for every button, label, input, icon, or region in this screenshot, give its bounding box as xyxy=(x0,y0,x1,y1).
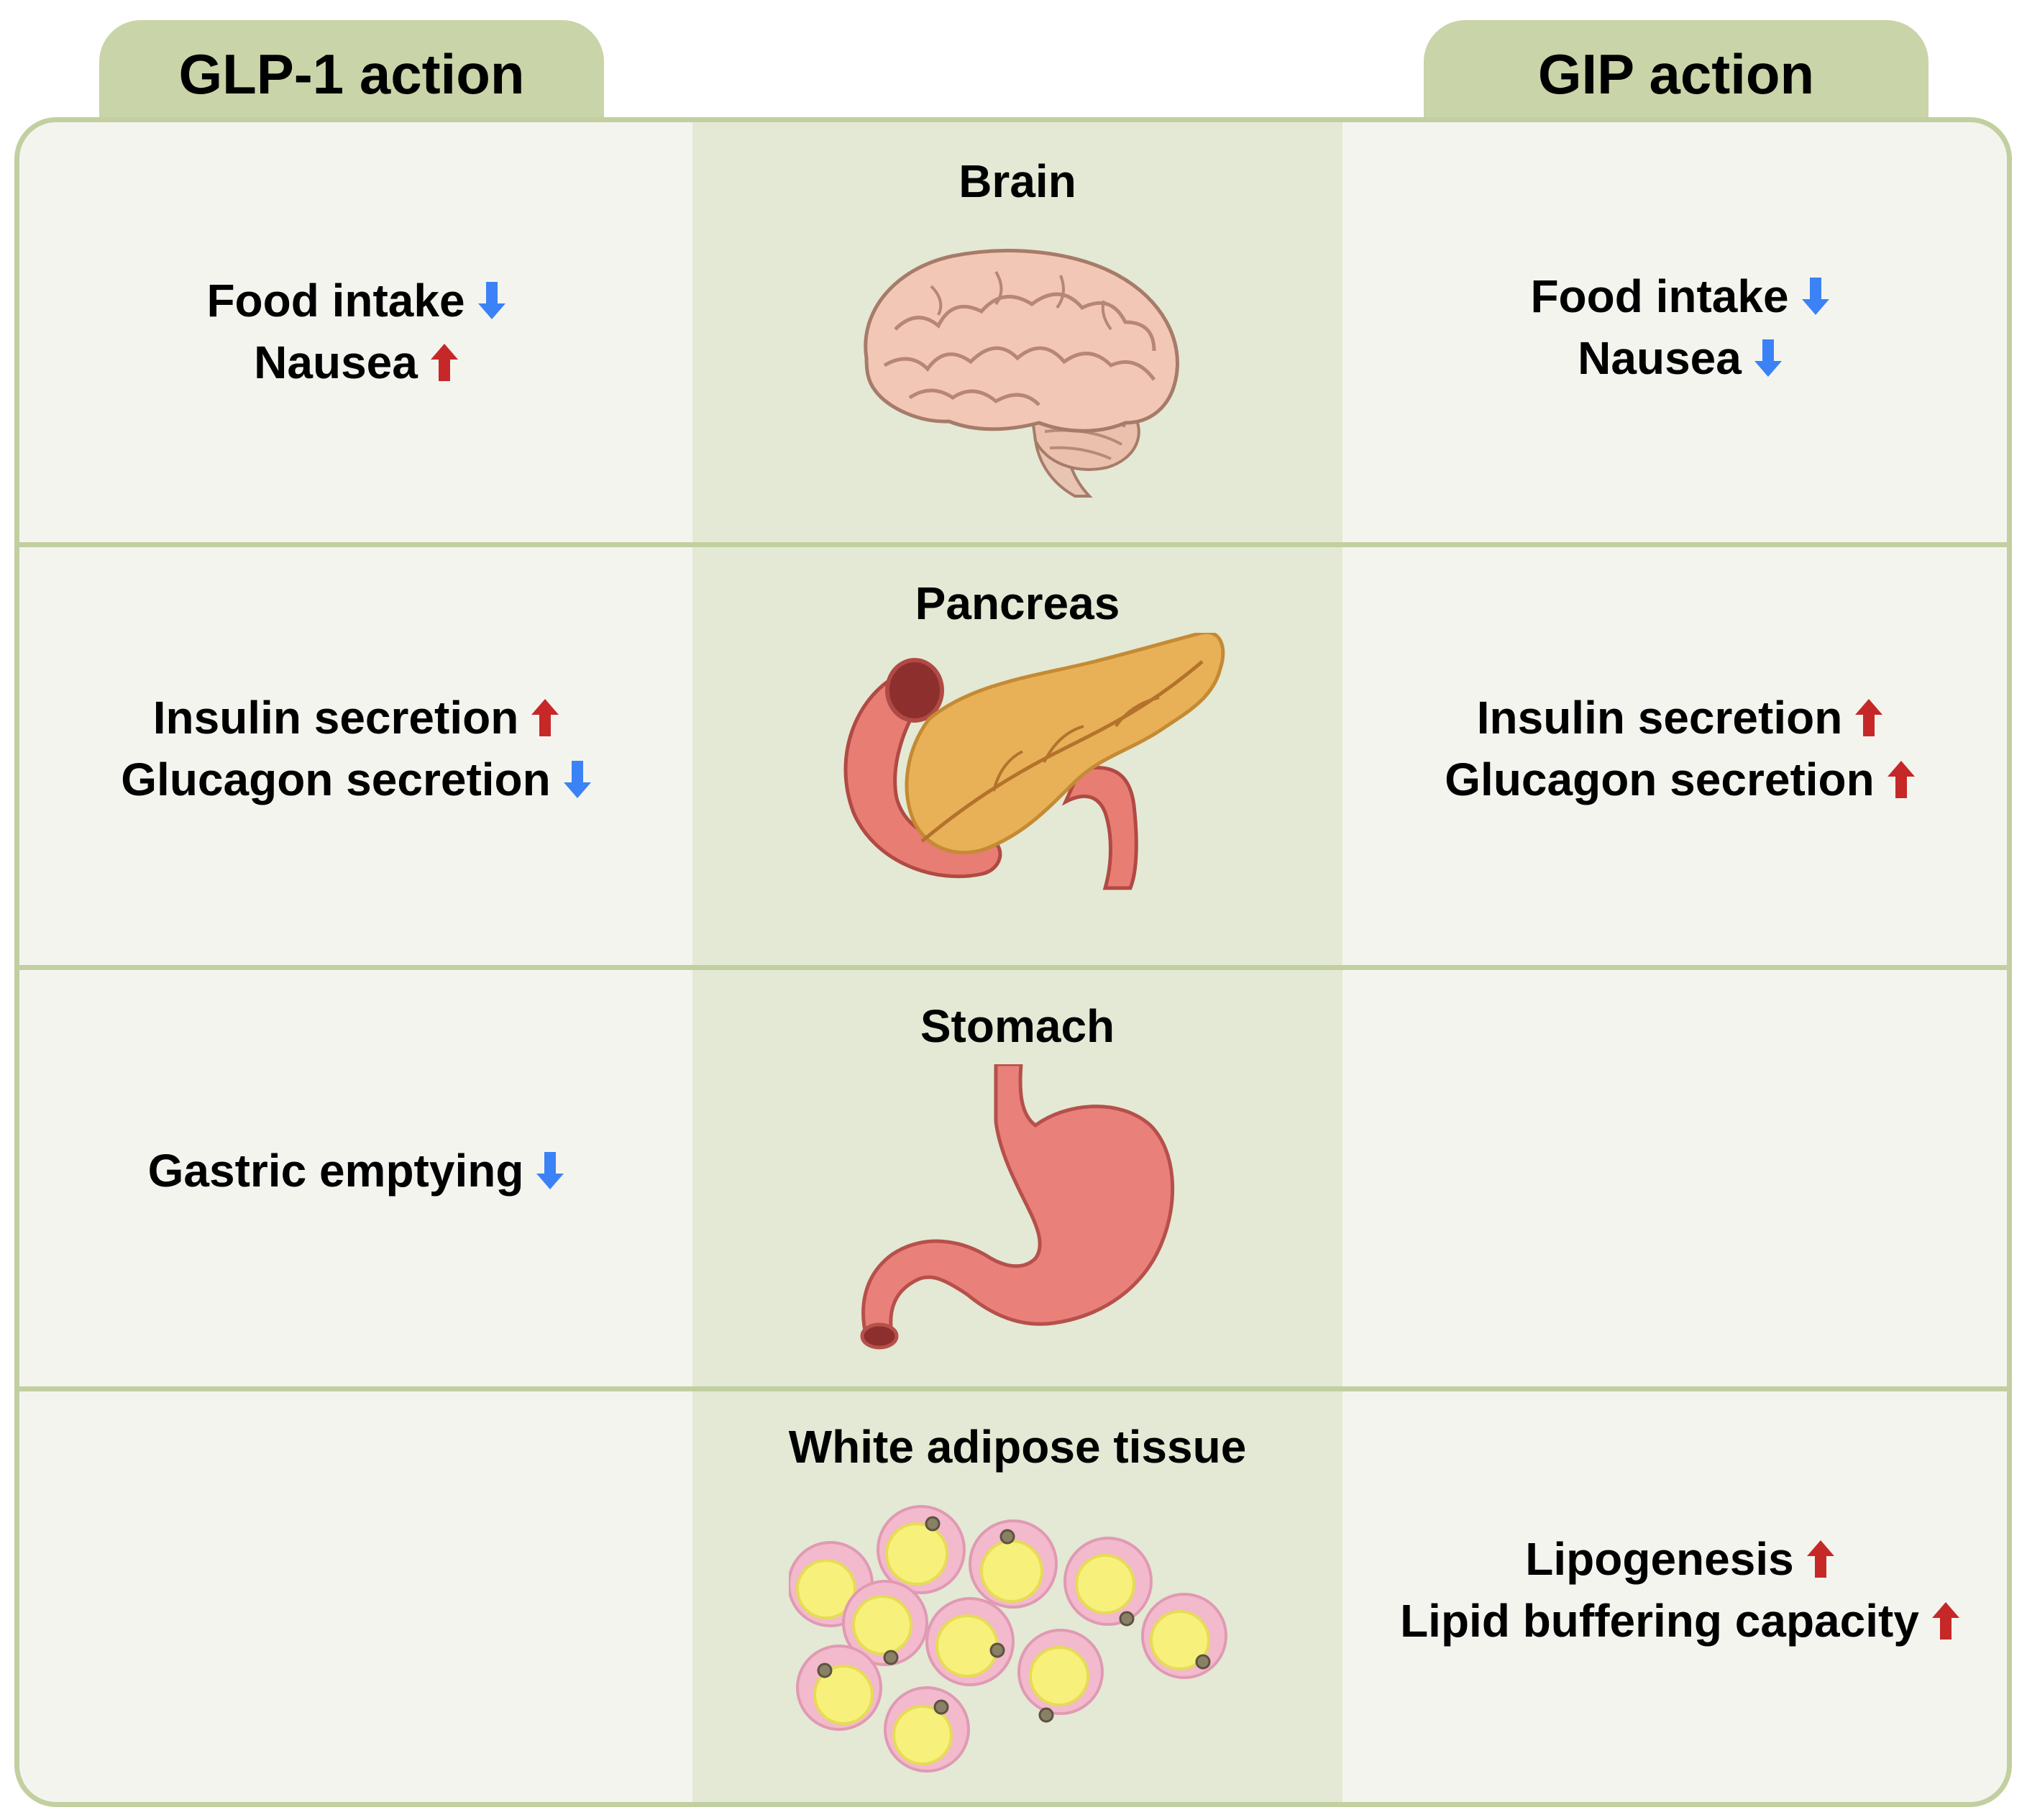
effect-item: Nausea xyxy=(254,331,458,393)
adipocyte xyxy=(796,1645,882,1731)
effect-label: Glucagon secretion xyxy=(121,754,551,805)
effect-label: Gastric emptying xyxy=(147,1145,524,1197)
effect-label: Insulin secretion xyxy=(152,692,519,744)
row-divider xyxy=(19,1386,2007,1391)
adipocyte xyxy=(842,1580,928,1666)
adipocyte xyxy=(969,1519,1058,1609)
effect-item: Food intake xyxy=(1530,265,1829,327)
effect-label: Insulin secretion xyxy=(1476,692,1843,744)
effect-item: Insulin secretion xyxy=(153,687,559,749)
effect-label: Nausea xyxy=(1578,332,1742,384)
pancreas-icon xyxy=(843,633,1225,890)
arrow-down-icon xyxy=(1754,339,1782,377)
effect-item: Nausea xyxy=(1578,327,1782,389)
row-divider xyxy=(19,542,2007,547)
brain-icon xyxy=(864,249,1179,498)
organ-title-pancreas: Pancreas xyxy=(915,577,1120,629)
adipocyte xyxy=(1141,1593,1227,1679)
adipocyte xyxy=(877,1505,966,1594)
arrow-up-icon xyxy=(1806,1540,1834,1578)
arrow-up-icon xyxy=(1931,1602,1959,1640)
arrow-down-icon xyxy=(563,761,591,798)
gip-header-tab: GIP action xyxy=(1424,20,1928,128)
arrow-up-icon xyxy=(1887,761,1915,798)
effect-item: Insulin secretion xyxy=(1477,687,1883,749)
arrow-down-icon xyxy=(477,282,505,319)
arrow-up-icon xyxy=(531,699,559,736)
effect-label: Food intake xyxy=(1530,270,1789,322)
adipocyte xyxy=(925,1597,1015,1686)
effect-item: Glucagon secretion xyxy=(121,749,591,810)
effect-label: Food intake xyxy=(206,275,465,326)
effect-item: Lipogenesis xyxy=(1525,1528,1834,1590)
arrow-up-icon xyxy=(430,344,458,381)
organ-title-brain: Brain xyxy=(958,155,1076,207)
arrow-down-icon xyxy=(1801,278,1829,315)
effect-label: Glucagon secretion xyxy=(1445,754,1875,805)
effect-item: Lipid buffering capacity xyxy=(1400,1590,1959,1652)
adipocyte xyxy=(884,1686,970,1773)
arrow-up-icon xyxy=(1855,699,1883,736)
effect-label: Nausea xyxy=(254,337,418,388)
comparison-panel: Brain Pancreas Stomach White adipose tis… xyxy=(14,117,2012,1807)
effect-item: Food intake xyxy=(206,270,505,331)
organ-title-adipose: White adipose tissue xyxy=(788,1421,1247,1473)
adipose-cells-icon xyxy=(789,1505,1227,1773)
arrow-down-icon xyxy=(536,1152,564,1189)
glp1-header-tab: GLP-1 action xyxy=(99,20,604,128)
row-divider xyxy=(19,965,2007,970)
organ-title-stomach: Stomach xyxy=(920,1000,1115,1052)
adipocyte xyxy=(1063,1537,1153,1627)
effect-label: Lipogenesis xyxy=(1525,1533,1794,1585)
stomach-icon xyxy=(860,1064,1175,1350)
glp1-header-label: GLP-1 action xyxy=(178,42,525,106)
effect-label: Lipid buffering capacity xyxy=(1400,1595,1919,1647)
effect-item: Gastric emptying xyxy=(148,1140,564,1202)
effect-item: Glucagon secretion xyxy=(1445,749,1915,810)
adipocyte xyxy=(1017,1629,1104,1723)
glp1-effects-stomach: Gastric emptying xyxy=(19,1140,692,1202)
gip-header-label: GIP action xyxy=(1537,42,1815,106)
